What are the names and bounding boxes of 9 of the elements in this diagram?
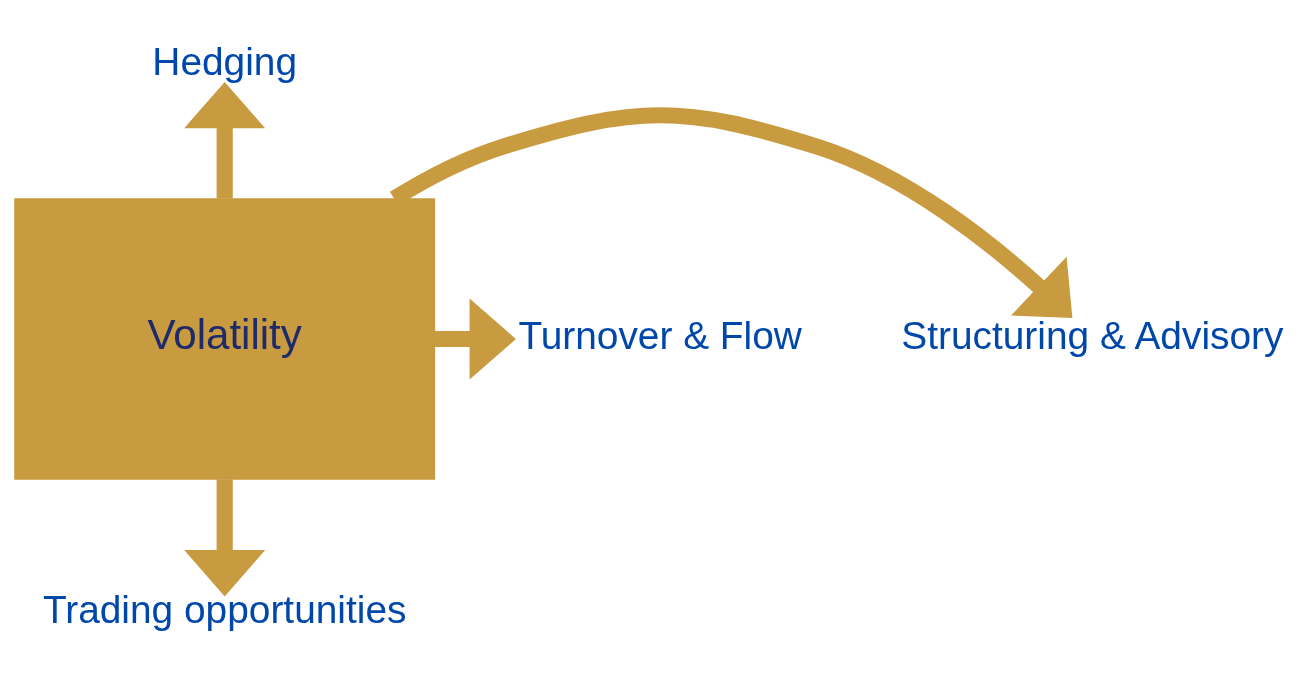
node-text: Hedging [152,39,298,83]
node-text: Turnover & Flow [518,314,802,358]
arrow [184,479,266,597]
node-text: Trading opportunities [42,588,407,632]
node-text: Structuring & Advisory [901,314,1284,358]
arrow [389,107,1073,318]
arrow [434,298,516,380]
node-box: Volatility [14,198,436,480]
arrow [184,81,266,199]
